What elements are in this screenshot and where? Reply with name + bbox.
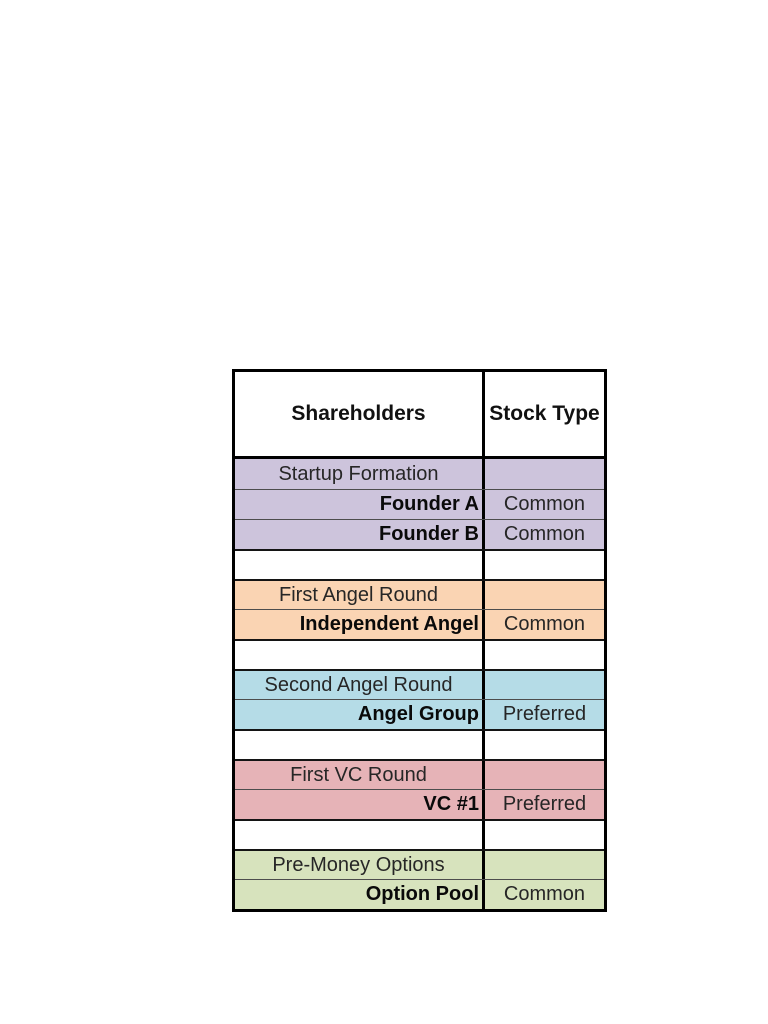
shareholder-row: Angel Group Preferred — [235, 699, 604, 729]
column-header-shareholders: Shareholders — [235, 372, 485, 456]
section-header-row: First Angel Round — [235, 579, 604, 609]
spacer-cell — [235, 641, 485, 669]
section-title: First Angel Round — [279, 583, 438, 606]
stock-type-cell — [485, 851, 604, 879]
shareholder-name-cell: Option Pool — [235, 880, 485, 909]
section-title: First VC Round — [290, 763, 427, 786]
shareholder-name: Angel Group — [357, 703, 479, 725]
stock-type-value: Common — [503, 613, 586, 635]
spacer-cell — [485, 821, 604, 849]
shareholder-name-cell: VC #1 — [235, 790, 485, 819]
stock-type-cell — [485, 761, 604, 789]
spacer-row — [235, 639, 604, 669]
section-header-cell: Second Angel Round — [235, 671, 485, 699]
shareholder-row: Founder B Common — [235, 519, 604, 549]
table-header-row: Shareholders Stock Type — [235, 372, 604, 459]
spacer-row — [235, 729, 604, 759]
stock-type-value: Common — [503, 523, 586, 545]
spacer-cell — [485, 551, 604, 579]
stock-type-value: Preferred — [502, 703, 587, 725]
section-header-row: First VC Round — [235, 759, 604, 789]
shareholder-name: Founder B — [379, 523, 479, 545]
shareholder-name: VC #1 — [423, 793, 479, 815]
stock-type-cell: Common — [485, 880, 604, 909]
section-header-row: Startup Formation — [235, 459, 604, 489]
spacer-cell — [485, 641, 604, 669]
stock-type-cell — [485, 671, 604, 699]
stock-type-cell: Common — [485, 490, 604, 519]
spacer-row — [235, 549, 604, 579]
column-header-stock-type: Stock Type — [485, 372, 604, 456]
stock-type-cell — [485, 581, 604, 609]
section-header-row: Second Angel Round — [235, 669, 604, 699]
stock-type-value: Common — [503, 493, 586, 515]
section-header-cell: First Angel Round — [235, 581, 485, 609]
section-title: Pre-Money Options — [272, 853, 445, 876]
shareholder-name: Independent Angel — [299, 613, 479, 635]
shareholder-row: VC #1 Preferred — [235, 789, 604, 819]
shareholder-name-cell: Founder B — [235, 520, 485, 549]
column-header-label: Shareholders — [291, 402, 426, 425]
stock-type-cell: Common — [485, 610, 604, 639]
shareholders-table: Shareholders Stock Type Startup Formatio… — [232, 369, 607, 912]
section-title: Second Angel Round — [264, 673, 453, 696]
spacer-cell — [235, 821, 485, 849]
shareholder-row: Option Pool Common — [235, 879, 604, 909]
shareholder-name-cell: Independent Angel — [235, 610, 485, 639]
section-header-row: Pre-Money Options — [235, 849, 604, 879]
shareholder-row: Founder A Common — [235, 489, 604, 519]
section-header-cell: Pre-Money Options — [235, 851, 485, 879]
stock-type-cell: Preferred — [485, 790, 604, 819]
stock-type-value: Common — [503, 883, 586, 905]
section-header-cell: Startup Formation — [235, 459, 485, 489]
spacer-row — [235, 819, 604, 849]
shareholder-name: Option Pool — [365, 883, 479, 905]
stock-type-cell: Common — [485, 520, 604, 549]
shareholder-name-cell: Angel Group — [235, 700, 485, 729]
stock-type-cell: Preferred — [485, 700, 604, 729]
spacer-cell — [235, 551, 485, 579]
shareholder-row: Independent Angel Common — [235, 609, 604, 639]
spacer-cell — [485, 731, 604, 759]
stock-type-cell — [485, 459, 604, 489]
section-header-cell: First VC Round — [235, 761, 485, 789]
column-header-label: Stock Type — [489, 402, 600, 425]
spacer-cell — [235, 731, 485, 759]
shareholder-name: Founder A — [379, 493, 479, 515]
stock-type-value: Preferred — [502, 793, 587, 815]
section-title: Startup Formation — [278, 462, 439, 485]
shareholder-name-cell: Founder A — [235, 490, 485, 519]
